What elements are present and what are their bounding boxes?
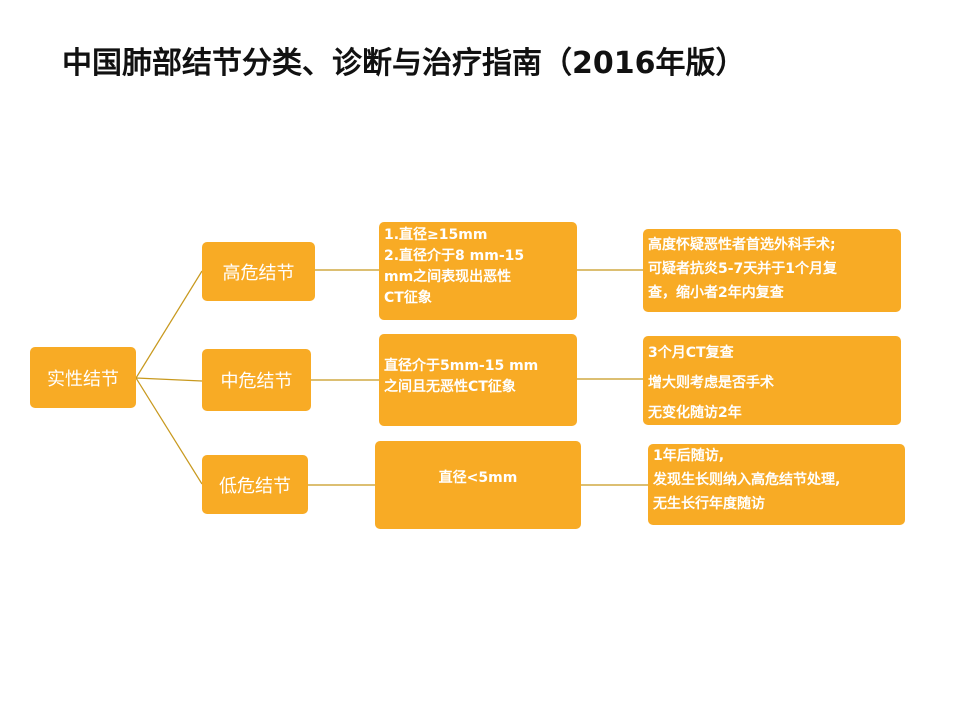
management-line: 无生长行年度随访 [653, 496, 765, 512]
node-low-risk: 低危结节 [202, 455, 308, 514]
connector-root-mid [135, 377, 203, 382]
management-mid-risk: 3个月CT复查 增大则考虑是否手术 无变化随访2年 [643, 336, 901, 425]
management-line: 1年后随访, [653, 448, 725, 464]
criteria-line: 2.直径介于8 mm-15 [384, 248, 525, 264]
criteria-line: CT征象 [384, 290, 432, 306]
connector-root-high [135, 270, 203, 379]
connector-root-low [135, 377, 203, 485]
management-line: 查，缩小者2年内复查 [648, 285, 784, 301]
criteria-line: 直径<5mm [438, 469, 518, 486]
criteria-line: 直径介于5mm-15 mm [384, 358, 539, 374]
page-title: 中国肺部结节分类、诊断与治疗指南（2016年版） [62, 46, 746, 81]
node-mid-risk: 中危结节 [202, 349, 311, 411]
criteria-line: 之间且无恶性CT征象 [384, 379, 516, 395]
criteria-high-risk: 1.直径≥15mm 2.直径介于8 mm-15 mm之间表现出恶性 CT征象 [379, 222, 577, 320]
node-high-risk-label: 高危结节 [222, 262, 295, 284]
criteria-low-risk: 直径<5mm [375, 441, 581, 529]
criteria-line: mm之间表现出恶性 [384, 269, 512, 285]
management-line: 增大则考虑是否手术 [648, 375, 774, 391]
root-node-label: 实性结节 [47, 368, 119, 390]
management-line: 发现生长则纳入高危结节处理, [653, 472, 841, 488]
management-line: 无变化随访2年 [648, 405, 742, 421]
management-line: 可疑者抗炎5-7天并于1个月复 [648, 261, 838, 277]
management-low-risk: 1年后随访, 发现生长则纳入高危结节处理, 无生长行年度随访 [648, 444, 905, 525]
management-high-risk: 高度怀疑恶性者首选外科手术; 可疑者抗炎5-7天并于1个月复 查，缩小者2年内复… [643, 229, 901, 312]
node-high-risk: 高危结节 [202, 242, 315, 301]
criteria-mid-risk: 直径介于5mm-15 mm 之间且无恶性CT征象 [379, 334, 577, 426]
management-line: 高度怀疑恶性者首选外科手术; [648, 237, 836, 253]
root-node: 实性结节 [30, 347, 136, 408]
criteria-line: 1.直径≥15mm [384, 227, 488, 243]
node-low-risk-label: 低危结节 [219, 475, 291, 497]
management-line: 3个月CT复查 [648, 345, 734, 361]
node-mid-risk-label: 中危结节 [220, 371, 293, 392]
